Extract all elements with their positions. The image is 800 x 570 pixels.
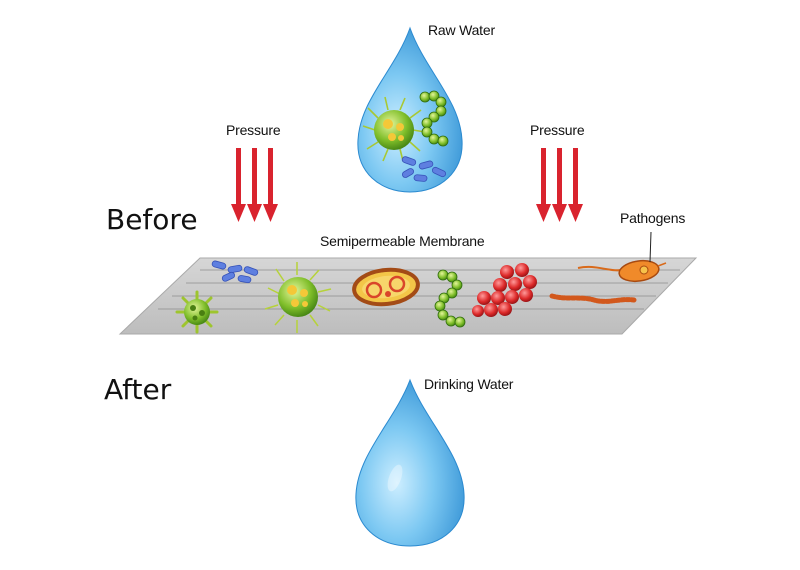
- pathogens-label: Pathogens: [620, 210, 686, 226]
- raw-water-drop: [357, 26, 463, 193]
- membrane-label: Semipermeable Membrane: [320, 233, 485, 249]
- virus-in-drop-icon: [362, 96, 426, 162]
- pressure-left-label: Pressure: [226, 122, 281, 138]
- pressure-arrows-left: [231, 148, 278, 222]
- rods-in-drop-icon: [401, 156, 447, 182]
- drinking-water-label: Drinking Water: [424, 376, 514, 392]
- membrane-chain-bacteria-icon: [434, 269, 466, 328]
- before-label: Before: [106, 203, 198, 236]
- pressure-arrows-right: [536, 148, 583, 222]
- membrane-spiral-bacteria-icon: [549, 293, 637, 304]
- membrane-blue-rods-icon: [211, 260, 259, 284]
- raw-water-label: Raw Water: [428, 22, 495, 38]
- membrane-red-cells-icon: [472, 263, 537, 317]
- membrane-small-virus-icon: [175, 290, 219, 334]
- pressure-right-label: Pressure: [530, 122, 585, 138]
- drinking-water-drop: [355, 378, 465, 547]
- after-label: After: [104, 373, 172, 406]
- chain-bacteria-in-drop-icon: [419, 90, 449, 147]
- membrane-amoeba-icon: [352, 267, 420, 307]
- pathogens-leader-line: [649, 231, 652, 263]
- membrane-hairy-virus-icon: [264, 262, 332, 333]
- membrane-protozoa-icon: [577, 259, 667, 283]
